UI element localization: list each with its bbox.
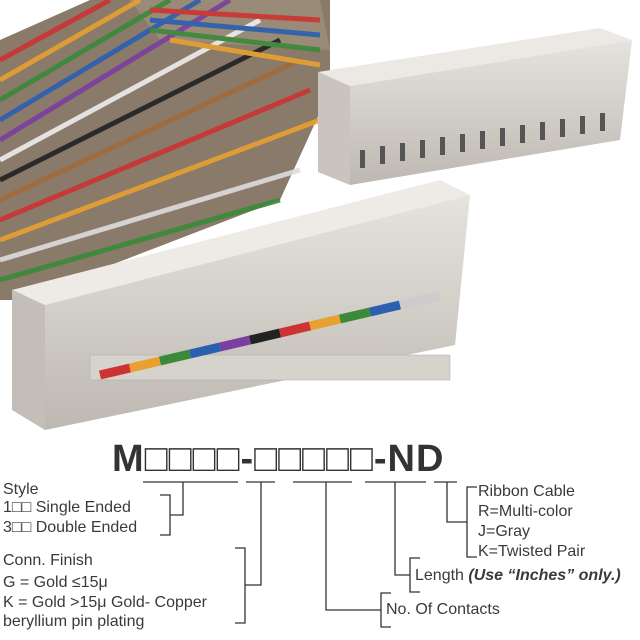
conn-finish-heading: Conn. Finish [3,552,93,569]
style-code: 3□□ [3,519,32,536]
ribbon-option-j: J=Gray [478,523,531,540]
part-number-template: M□□□□-□□□□□-ND [112,438,445,480]
top-connector [318,28,632,185]
ribbon-cable-assembly-image [0,0,632,430]
ribbon-heading: Ribbon Cable [478,483,575,500]
ribbon-cable-wires [0,0,330,300]
style-option-single: 1□□ Single Ended [3,499,131,517]
conn-finish-g: G = Gold ≤15μ [3,574,108,591]
length-label: Length (Use “Inches” only.) [415,567,621,585]
conn-finish-k-cont: beryllium pin plating [3,613,145,630]
contacts-label: No. Of Contacts [386,601,500,618]
ribbon-option-k: K=Twisted Pair [478,543,586,560]
style-label: Double Ended [35,519,138,536]
style-code: 1□□ [3,499,32,516]
length-note: (Use “Inches” only.) [468,567,621,584]
conn-finish-k: K = Gold >15μ Gold- Copper [3,594,207,611]
style-label: Single Ended [35,499,131,516]
length-text: Length [415,567,464,584]
ribbon-option-r: R=Multi-color [478,503,573,520]
style-heading: Style [3,481,39,498]
bottom-connector [12,180,470,430]
style-option-double: 3□□ Double Ended [3,519,137,537]
